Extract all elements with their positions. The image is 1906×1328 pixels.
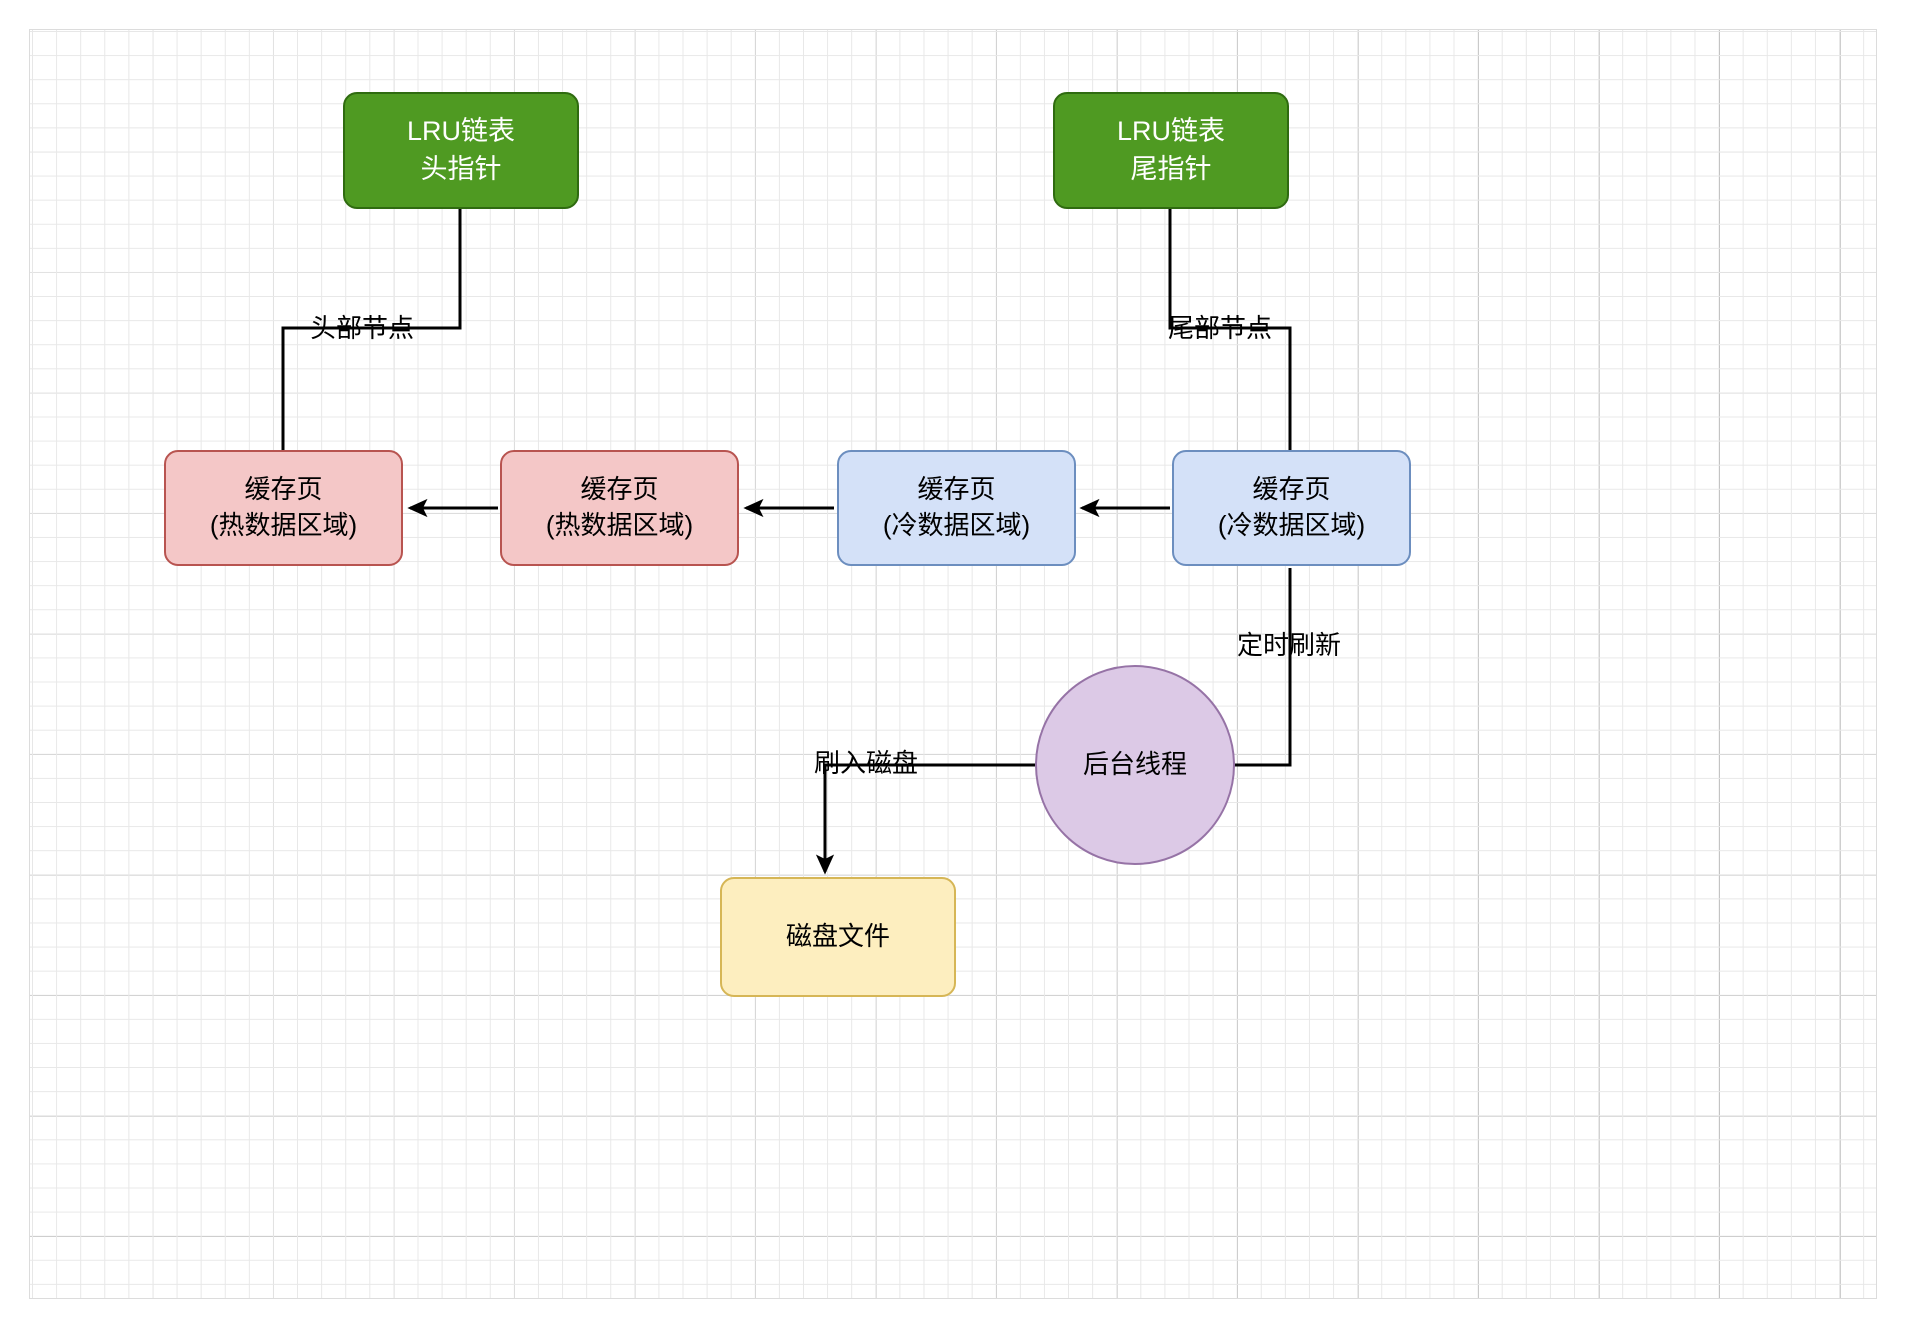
edge-label-timed-refresh: 定时刷新 — [1237, 630, 1342, 660]
node-cache-page-hot-1[interactable]: 缓存页 (热数据区域) — [164, 450, 403, 566]
node-lru-tail-pointer[interactable]: LRU链表 尾指针 — [1053, 92, 1289, 209]
edge-label-tail-node: 尾部节点 — [1168, 313, 1273, 343]
edge-label-head-node: 头部节点 — [310, 313, 415, 343]
node-cache-page-hot-2[interactable]: 缓存页 (热数据区域) — [500, 450, 739, 566]
node-cache-page-cold-1[interactable]: 缓存页 (冷数据区域) — [837, 450, 1076, 566]
grid-background — [30, 30, 1876, 1298]
edge-label-flush-to-disk: 刷入磁盘 — [814, 748, 919, 778]
node-cache-page-cold-2[interactable]: 缓存页 (冷数据区域) — [1172, 450, 1411, 566]
node-lru-head-pointer[interactable]: LRU链表 头指针 — [343, 92, 579, 209]
node-background-thread[interactable]: 后台线程 — [1035, 665, 1235, 865]
node-disk-file[interactable]: 磁盘文件 — [720, 877, 956, 997]
